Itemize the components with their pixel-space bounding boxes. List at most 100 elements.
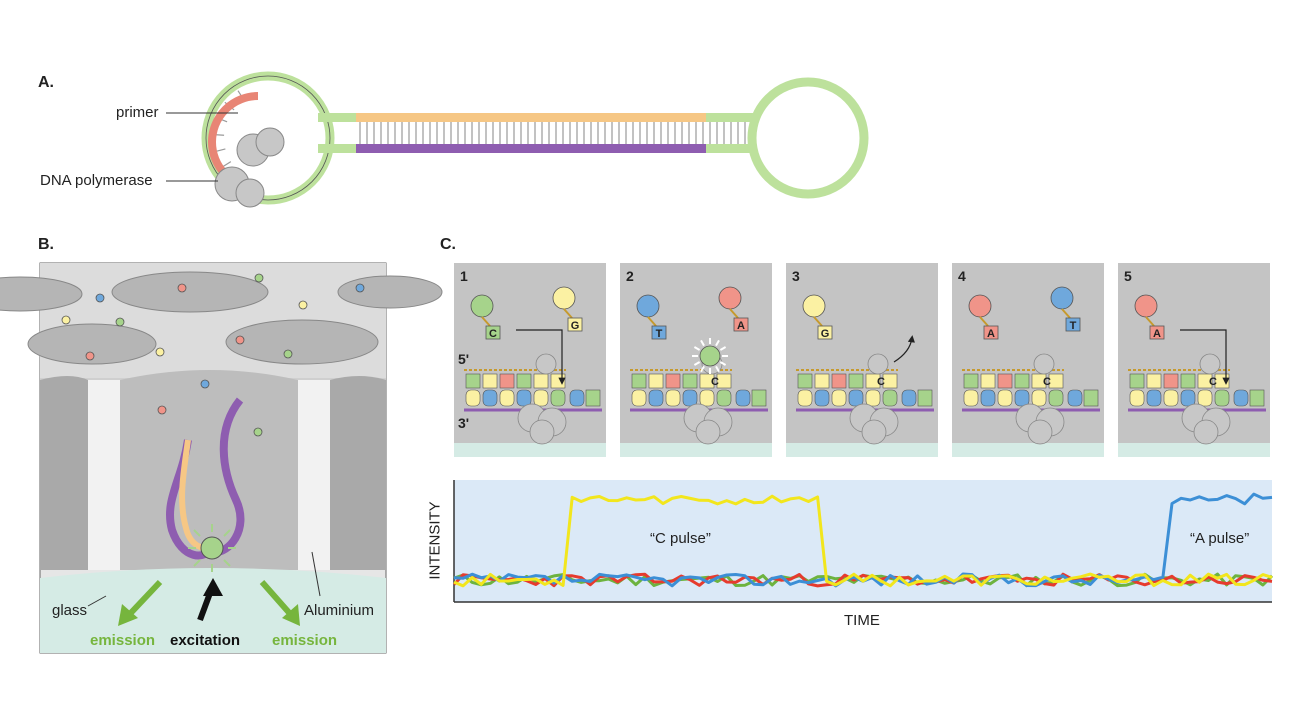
a-pulse-annotation: “A pulse” bbox=[1190, 530, 1250, 547]
free-nucleotide-C: C bbox=[470, 294, 501, 340]
downstream-base bbox=[735, 389, 751, 407]
template-base bbox=[831, 389, 847, 407]
emission-label-left: emission bbox=[90, 632, 156, 649]
template-base bbox=[1197, 389, 1213, 407]
base-pair-rungs bbox=[212, 90, 746, 191]
free-nucleotide-T: T bbox=[1050, 286, 1081, 332]
trace-line-red bbox=[452, 572, 1273, 588]
insert-bottom-strand bbox=[356, 144, 708, 153]
left-loop-outline bbox=[205, 75, 331, 201]
nucleotide-letter: C bbox=[489, 328, 497, 340]
primer-base bbox=[1146, 373, 1162, 389]
template-base bbox=[1129, 389, 1145, 407]
template-base bbox=[963, 389, 979, 407]
glass-leader-line bbox=[87, 595, 107, 607]
polymerase bbox=[517, 353, 567, 445]
downstream-base bbox=[569, 389, 585, 407]
primer-base bbox=[1048, 373, 1064, 389]
downstream-base bbox=[1233, 389, 1249, 407]
step-panel-3: GC bbox=[786, 263, 938, 457]
primer-base bbox=[699, 373, 715, 389]
free-nucleotide-G: G bbox=[552, 286, 583, 332]
template-base bbox=[516, 389, 532, 407]
five-prime-label: 5' bbox=[458, 351, 470, 367]
incorporation-arrow bbox=[1180, 329, 1230, 385]
primer-base bbox=[831, 373, 847, 389]
primer-base bbox=[665, 373, 681, 389]
three-prime-label: 3' bbox=[458, 415, 470, 431]
nucleotide-letter: T bbox=[1070, 320, 1077, 332]
excitation-label: excitation bbox=[170, 632, 241, 649]
incorporated-base-letter: C bbox=[877, 376, 885, 388]
step-panel-glass bbox=[620, 443, 772, 457]
primer-base bbox=[1031, 373, 1047, 389]
downstream-base bbox=[751, 389, 767, 407]
primer-label: primer bbox=[116, 104, 159, 121]
well-walls bbox=[40, 370, 386, 570]
trace-series bbox=[452, 492, 1274, 588]
section-b-label: B. bbox=[38, 236, 54, 253]
nucleotide-letter: T bbox=[656, 328, 663, 340]
polymerase-label: DNA polymerase bbox=[40, 172, 153, 189]
incorporation-arrow bbox=[516, 329, 566, 385]
emission-arrow-left bbox=[125, 579, 163, 619]
primer-base bbox=[533, 373, 549, 389]
emission-arrowhead-left bbox=[118, 604, 138, 626]
zmw-panel bbox=[0, 262, 443, 654]
template-base bbox=[665, 389, 681, 407]
downstream-base bbox=[917, 389, 933, 407]
template-base bbox=[648, 389, 664, 407]
trace-x-label: TIME bbox=[844, 612, 880, 629]
free-nucleotide-A: A bbox=[1134, 294, 1165, 340]
free-nucleotide-G: G bbox=[802, 294, 833, 340]
incorporated-base-letter: C bbox=[711, 376, 719, 388]
primer-base bbox=[550, 373, 566, 389]
zmw-template-strand-2 bbox=[213, 397, 245, 556]
step-number-5: 5 bbox=[1124, 268, 1132, 284]
primer-base bbox=[716, 373, 732, 389]
template-base bbox=[980, 389, 996, 407]
template-base bbox=[1146, 389, 1162, 407]
primer-base bbox=[1129, 373, 1145, 389]
downstream-base bbox=[901, 389, 917, 407]
primer-base bbox=[814, 373, 830, 389]
section-c-label: C. bbox=[440, 236, 456, 253]
right-adapter-bottom bbox=[706, 144, 756, 153]
template-base bbox=[1014, 389, 1030, 407]
free-nucleotide-A: A bbox=[968, 294, 999, 340]
incorporated-base-letter: C bbox=[1043, 376, 1051, 388]
template-base bbox=[682, 389, 698, 407]
template-base bbox=[465, 389, 481, 407]
template-base bbox=[716, 389, 732, 407]
primer-base bbox=[482, 373, 498, 389]
primer-base bbox=[516, 373, 532, 389]
primer-base bbox=[1197, 373, 1213, 389]
step-panel-2: TAC bbox=[620, 263, 772, 457]
aluminium-leader-line bbox=[311, 551, 321, 597]
polymerase bbox=[1015, 353, 1065, 445]
primer-base bbox=[1214, 373, 1230, 389]
primer-base bbox=[499, 373, 515, 389]
template-base bbox=[550, 389, 566, 407]
primer-base bbox=[797, 373, 813, 389]
template-base bbox=[533, 389, 549, 407]
aluminium-label: Aluminium bbox=[304, 602, 375, 619]
step-number-3: 3 bbox=[792, 268, 800, 284]
template-base bbox=[699, 389, 715, 407]
primer-base bbox=[848, 373, 864, 389]
primer-base bbox=[997, 373, 1013, 389]
downstream-base bbox=[1067, 389, 1083, 407]
incorporated-base-letter: C bbox=[1209, 376, 1217, 388]
template-base bbox=[1031, 389, 1047, 407]
step-panel-1: CG bbox=[454, 263, 606, 457]
template-base bbox=[814, 389, 830, 407]
primer-base bbox=[1180, 373, 1196, 389]
release-arrow bbox=[893, 335, 915, 363]
free-nucleotides bbox=[61, 273, 365, 437]
primer-base bbox=[648, 373, 664, 389]
trace-line-yellow bbox=[453, 494, 1273, 588]
primer-base bbox=[631, 373, 647, 389]
primer-base bbox=[465, 373, 481, 389]
